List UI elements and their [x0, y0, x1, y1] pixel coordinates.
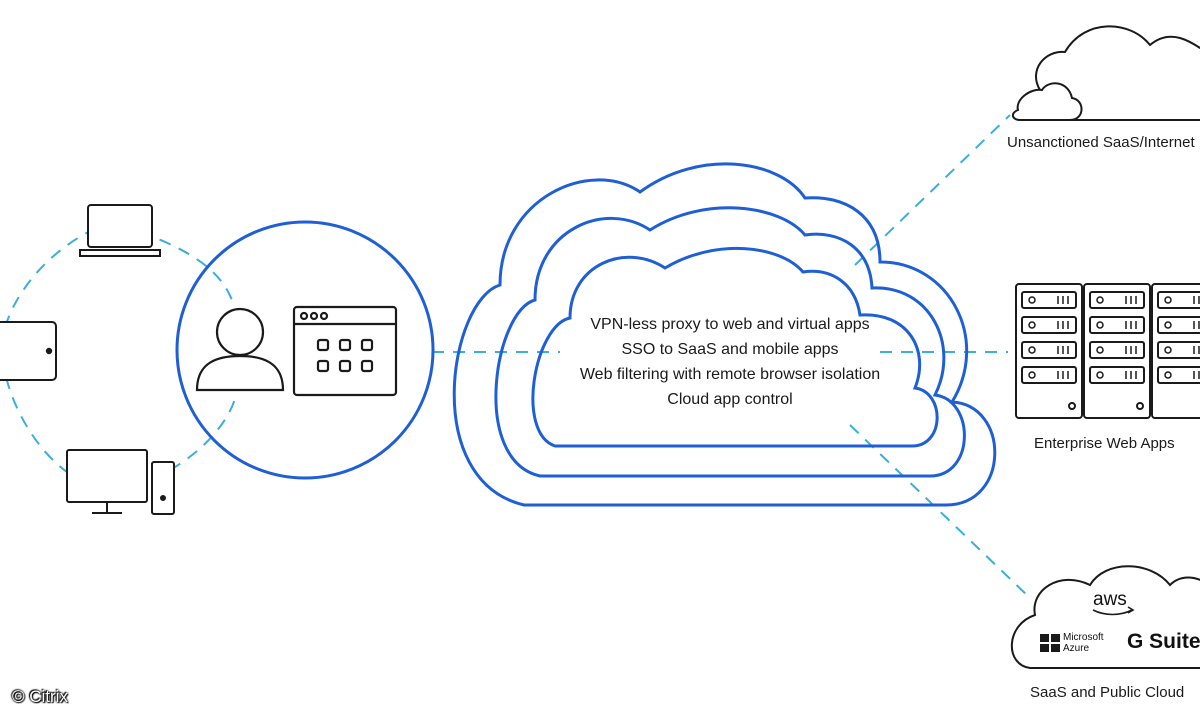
- aws-logo: aws: [1093, 589, 1127, 610]
- rack-unit-light: [1164, 296, 1172, 304]
- user-icon: [195, 307, 285, 392]
- cloud-to-saas-connector: [854, 114, 1011, 266]
- public-cloud-icon: [1010, 565, 1200, 669]
- cloud-service-item: Web filtering with remote browser isolat…: [579, 366, 881, 383]
- desktop-to-user-connector: [169, 394, 237, 471]
- desktop-icon: [66, 449, 175, 515]
- azure-logo-line1: Microsoft: [1063, 632, 1104, 643]
- rack-unit-light: [1164, 346, 1172, 354]
- saas-public-cloud-label: SaaS and Public Cloud: [1030, 684, 1185, 701]
- central-cloud-icon: [452, 162, 997, 507]
- gsuite-logo: G Suite: [1127, 630, 1200, 653]
- aws-smile-icon: [1092, 606, 1135, 616]
- laptop-icon: [79, 204, 161, 257]
- rack-unit-light: [1096, 321, 1104, 329]
- rack-unit-light: [1028, 371, 1036, 379]
- cloud-service-item: VPN-less proxy to web and virtual apps: [590, 316, 870, 333]
- user-hub-circle: [175, 220, 435, 480]
- rack-unit-light: [1164, 321, 1172, 329]
- rack-unit-light: [1028, 321, 1036, 329]
- rack-unit-light: [1028, 296, 1036, 304]
- laptop-to-user-connector: [139, 231, 233, 301]
- rack-unit-light: [1028, 346, 1036, 354]
- azure-logo: Microsoft Azure: [1063, 632, 1104, 654]
- cloud-service-item: Cloud app control: [667, 391, 793, 408]
- rack-unit-light: [1164, 371, 1172, 379]
- app-window-icon: [292, 305, 398, 397]
- saas-internet-cloud-icon: [1012, 25, 1200, 121]
- enterprise-web-apps-label: Enterprise Web Apps: [1034, 435, 1175, 452]
- server-rack-icon: [1015, 283, 1200, 419]
- azure-logo-line2: Azure: [1063, 643, 1090, 654]
- tablet-icon: [0, 321, 57, 381]
- saas-internet-label: Unsanctioned SaaS/Internet: [1007, 134, 1195, 151]
- copyright-watermark: © Citrix: [12, 687, 68, 706]
- cloud-services-list: VPN-less proxy to web and virtual apps S…: [520, 312, 940, 412]
- rack-unit-light: [1096, 346, 1104, 354]
- cloud-to-public-cloud-connector: [849, 424, 1031, 599]
- rack-unit-light: [1096, 371, 1104, 379]
- windows-logo-icon: [1040, 634, 1060, 652]
- cloud-service-item: SSO to SaaS and mobile apps: [621, 341, 839, 358]
- rack-unit-light: [1096, 296, 1104, 304]
